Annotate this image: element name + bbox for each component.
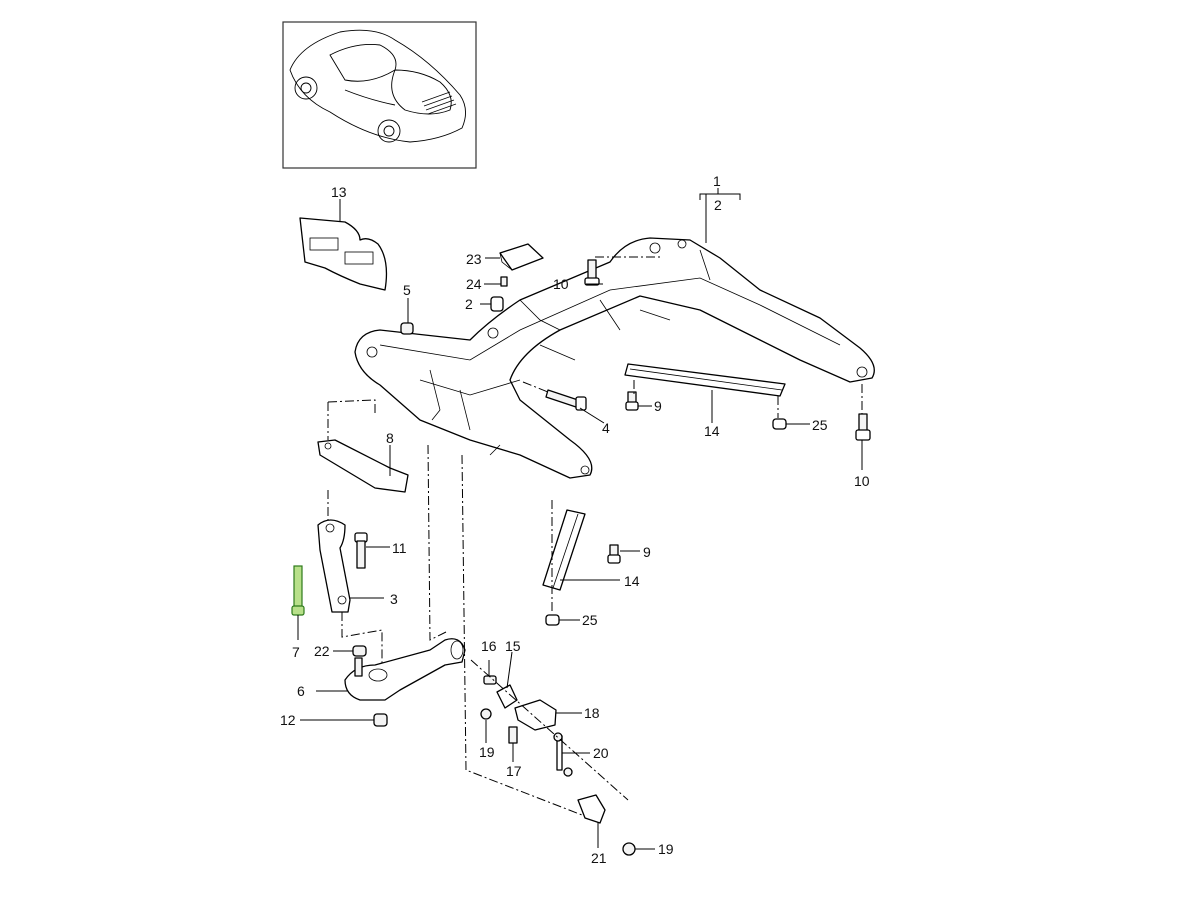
part-25-nut-a[interactable] — [772, 418, 787, 430]
part-14-brace-top[interactable] — [624, 363, 786, 397]
callout-12[interactable]: 12 — [280, 712, 296, 728]
callout-22[interactable]: 22 — [314, 643, 330, 659]
callout-4[interactable]: 4 — [602, 420, 610, 436]
part-5-nut[interactable] — [400, 322, 414, 335]
part-22-nut[interactable] — [352, 645, 367, 657]
part-10-bolt-right[interactable] — [855, 413, 871, 441]
part-23-pad[interactable] — [499, 243, 544, 271]
callout-8[interactable]: 8 — [386, 430, 394, 446]
callout-2-top[interactable]: 2 — [714, 197, 722, 213]
callout-14-lower[interactable]: 14 — [624, 573, 640, 589]
callout-21[interactable]: 21 — [591, 850, 607, 866]
callout-1[interactable]: 1 — [713, 173, 721, 189]
callout-2-bushing[interactable]: 2 — [465, 296, 473, 312]
callout-6[interactable]: 6 — [297, 683, 305, 699]
part-15-bracket[interactable] — [496, 684, 518, 709]
part-4-bolt[interactable] — [545, 389, 587, 411]
callout-14-top[interactable]: 14 — [704, 423, 720, 439]
part-16-bolt[interactable] — [483, 675, 497, 685]
front-cross-member[interactable] — [354, 237, 875, 479]
part-8-bracket[interactable] — [317, 439, 409, 493]
part-18-sensor[interactable] — [514, 699, 557, 731]
callout-19-b[interactable]: 19 — [658, 841, 674, 857]
callout-labels: 1 2 2 3 4 5 6 7 8 9 9 10 10 11 12 13 14 … — [280, 173, 870, 866]
part-14-brace-lower[interactable] — [542, 509, 586, 591]
callout-9-top[interactable]: 9 — [654, 398, 662, 414]
part-17-bolt[interactable] — [508, 726, 518, 744]
car-icon — [289, 29, 466, 143]
callout-5[interactable]: 5 — [403, 282, 411, 298]
engine-grille — [421, 91, 457, 115]
callout-24[interactable]: 24 — [466, 276, 482, 292]
assembly-lines — [327, 256, 863, 816]
part-20-link-rod[interactable] — [553, 732, 573, 777]
part-9-bolt-a[interactable] — [625, 391, 639, 411]
part-9-bolt-b[interactable] — [607, 544, 621, 564]
part-19-nut-b[interactable] — [622, 842, 636, 856]
callout-18[interactable]: 18 — [584, 705, 600, 721]
callout-10-top[interactable]: 10 — [553, 276, 569, 292]
callout-13[interactable]: 13 — [331, 184, 347, 200]
part-21-bracket[interactable] — [577, 794, 606, 824]
part-25-nut-b[interactable] — [545, 614, 560, 626]
part-24-bolt[interactable] — [500, 276, 508, 287]
callout-16[interactable]: 16 — [481, 638, 497, 654]
callout-25-top[interactable]: 25 — [812, 417, 828, 433]
callout-10-right[interactable]: 10 — [854, 473, 870, 489]
part-12-nut[interactable] — [373, 713, 388, 727]
leader-lines — [297, 188, 863, 850]
callout-19-a[interactable]: 19 — [479, 744, 495, 760]
part-11-bolt[interactable] — [354, 532, 368, 569]
vehicle-thumbnail[interactable] — [282, 21, 477, 169]
callout-9-lower[interactable]: 9 — [643, 544, 651, 560]
part-2-bushing[interactable] — [490, 296, 504, 312]
callout-17[interactable]: 17 — [506, 763, 522, 779]
part-10-bolt-top[interactable] — [584, 259, 600, 286]
part-19-nut-a[interactable] — [480, 708, 492, 720]
callout-11[interactable]: 11 — [392, 540, 407, 556]
callout-25-lower[interactable]: 25 — [582, 612, 598, 628]
callout-15[interactable]: 15 — [505, 638, 521, 654]
part-13-shield[interactable] — [299, 217, 388, 291]
part-3-link-arm[interactable] — [317, 519, 351, 613]
part-6-control-arm[interactable] — [344, 638, 466, 701]
callout-20[interactable]: 20 — [593, 745, 609, 761]
callout-3[interactable]: 3 — [390, 591, 398, 607]
part-7-bolt-highlighted[interactable] — [291, 565, 305, 616]
callout-7[interactable]: 7 — [292, 644, 300, 660]
callout-23[interactable]: 23 — [466, 251, 482, 267]
